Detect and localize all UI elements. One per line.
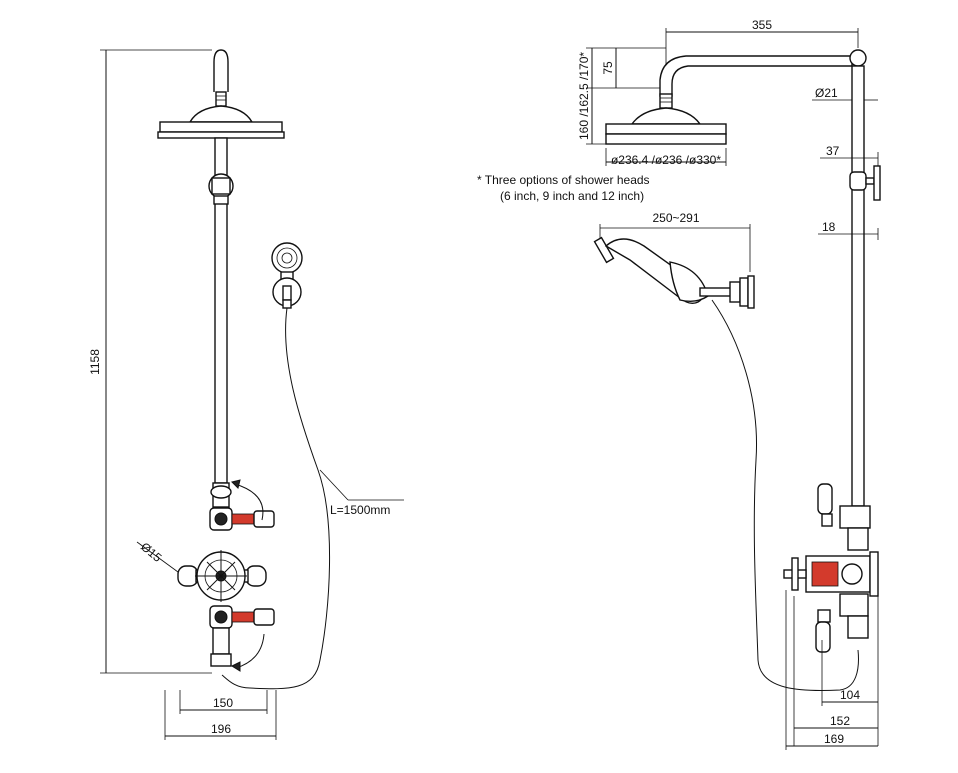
pipe-diameter-label: Ø21 xyxy=(815,86,838,100)
hose-front xyxy=(221,307,330,690)
width-dimensions: 150 196 xyxy=(164,690,277,740)
height-dimension: 1158 xyxy=(88,49,212,674)
inner-width-label: 150 xyxy=(213,696,233,710)
outer-width-label: 196 xyxy=(211,722,231,736)
outlet-diameter-label: Ø15 xyxy=(138,540,165,566)
depth-dimensions: 104 152 169 xyxy=(785,590,879,750)
height-label: 1158 xyxy=(88,349,102,375)
valve-body-side xyxy=(783,483,879,653)
shower-arm-front xyxy=(213,49,229,107)
hose-length-label: L=1500mm xyxy=(330,503,390,517)
depth-152-label: 152 xyxy=(830,714,850,728)
handset-front xyxy=(271,242,303,309)
lower-valve-front xyxy=(209,605,275,672)
head-drop-label: 75 xyxy=(601,61,615,75)
diverter-body-front: Ø15 xyxy=(136,540,267,602)
front-view: 1158 xyxy=(88,49,404,740)
shower-head-side: ø236.4 /ø236 /ø330* xyxy=(605,107,727,167)
arm-length-label: 355 xyxy=(752,18,772,32)
arm-length-dimension: 355 xyxy=(665,18,859,70)
hose-side xyxy=(711,299,859,692)
handset-length-label: 250~291 xyxy=(652,211,699,225)
shower-head-note: * Three options of shower heads (6 inch,… xyxy=(477,173,650,203)
riser-pipe-side: Ø21 37 18 xyxy=(812,65,881,507)
bracket-offset-label: 18 xyxy=(822,220,836,234)
upper-valve-front xyxy=(209,479,275,531)
riser-pipe-front xyxy=(208,137,234,484)
note-line-1: * Three options of shower heads xyxy=(477,173,650,187)
depth-104-label: 104 xyxy=(840,688,860,702)
shower-head-front xyxy=(157,105,285,139)
head-diameter-label: ø236.4 /ø236 /ø330* xyxy=(611,153,721,167)
head-height-dimensions: 75 160 /162.5 /170* xyxy=(577,47,666,145)
depth-169-label: 169 xyxy=(824,732,844,746)
bracket-label: 37 xyxy=(826,144,840,158)
side-view: 355 75 160 /162.5 /170* xyxy=(577,18,881,750)
head-height-label: 160 /162.5 /170* xyxy=(577,52,591,140)
handset-side: 250~291 xyxy=(593,211,755,309)
note-line-2: (6 inch, 9 inch and 12 inch) xyxy=(500,189,644,203)
